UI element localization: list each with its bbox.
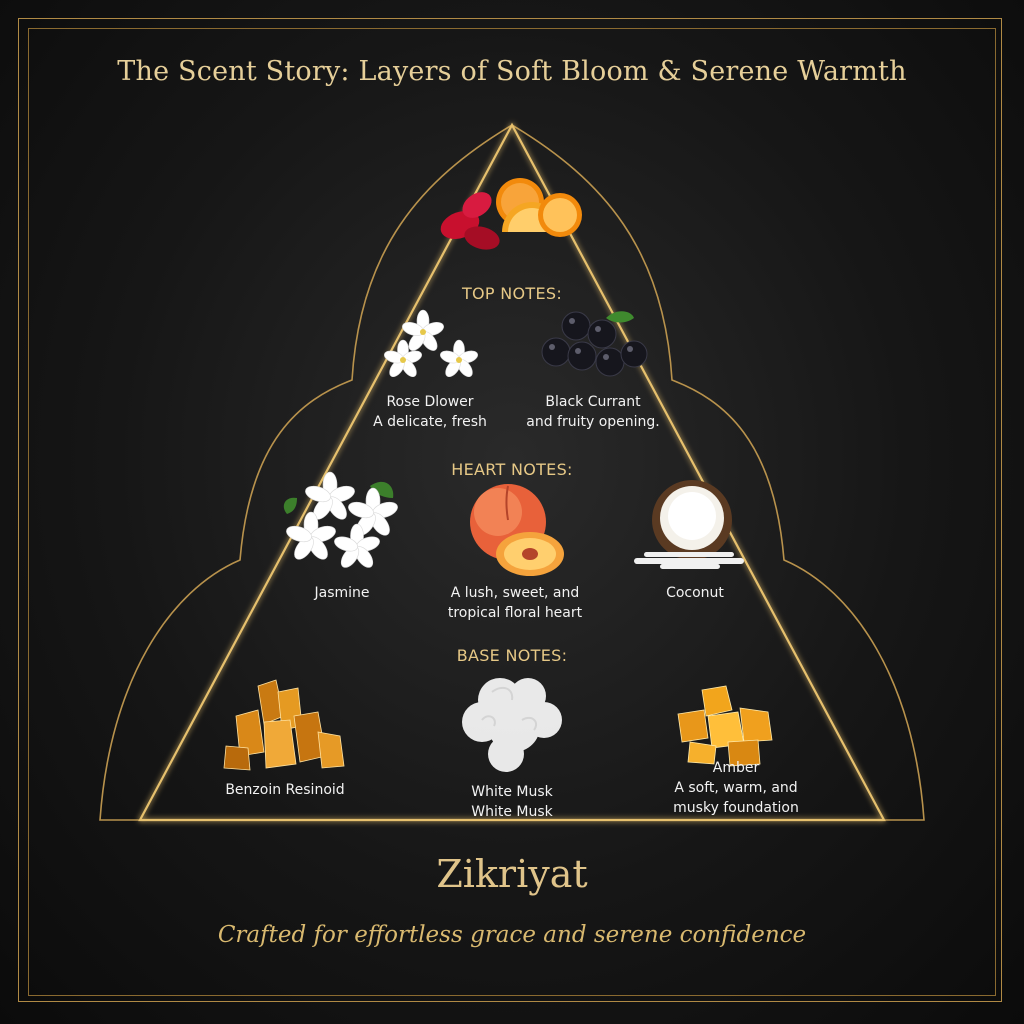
base-note-1: Benzoin Resinoid <box>170 780 400 800</box>
peach-icon <box>470 484 564 576</box>
heart-note-1: Jasmine <box>227 583 457 603</box>
top-note-1-desc: A delicate, fresh <box>373 414 487 430</box>
top-note-2-desc: and fruity opening. <box>526 414 660 430</box>
top-note-1-name: Rose Dlower <box>386 394 474 410</box>
resin-crystal-icon <box>223 679 345 771</box>
coconut-icon <box>634 480 744 569</box>
heart-note-3: Coconut <box>580 583 810 603</box>
heart-note-1-name: Jasmine <box>314 585 370 601</box>
page-title: The Scent Story: Layers of Soft Bloom & … <box>117 56 907 87</box>
heart-note-2-name: A lush, sweet, and <box>450 585 580 601</box>
heart-note-2-desc: tropical floral heart <box>447 605 583 621</box>
top-note-1: Rose Dlower A delicate, fresh <box>315 392 545 432</box>
pyramid-triangle <box>138 122 886 822</box>
base-notes-label: BASE NOTES: <box>456 646 568 665</box>
jasmine-icon <box>283 471 398 568</box>
base-note-3-desc2: musky foundation <box>673 800 799 816</box>
base-note-3: Amber A soft, warm, and musky foundation <box>621 758 851 818</box>
amber-crystal-icon <box>677 685 773 767</box>
white-flower-icon <box>384 309 478 378</box>
base-note-2-name: White Musk <box>471 784 553 800</box>
top-notes-label: TOP NOTES: <box>461 284 563 303</box>
heart-note-3-name: Coconut <box>666 585 724 601</box>
top-note-2: Black Currant and fruity opening. <box>478 392 708 432</box>
outer-frame <box>18 18 1002 1002</box>
black-currant-icon <box>541 311 648 377</box>
base-note-1-name: Benzoin Resinoid <box>225 782 345 798</box>
tagline: Crafted for effortless grace and serene … <box>217 922 807 948</box>
heart-note-2: A lush, sweet, and tropical floral heart <box>400 583 630 623</box>
brand-name: Zikriyat <box>436 852 588 896</box>
heart-notes-label: HEART NOTES: <box>451 460 573 479</box>
base-note-2-desc: White Musk <box>471 804 553 820</box>
base-note-3-name: Amber <box>712 760 760 776</box>
inner-frame <box>28 28 996 996</box>
base-note-2: White Musk White Musk <box>397 782 627 822</box>
top-note-2-name: Black Currant <box>545 394 641 410</box>
musk-cloud-icon <box>462 678 562 772</box>
base-note-3-desc: A soft, warm, and <box>674 780 798 796</box>
rose-orange-icon <box>440 178 582 250</box>
